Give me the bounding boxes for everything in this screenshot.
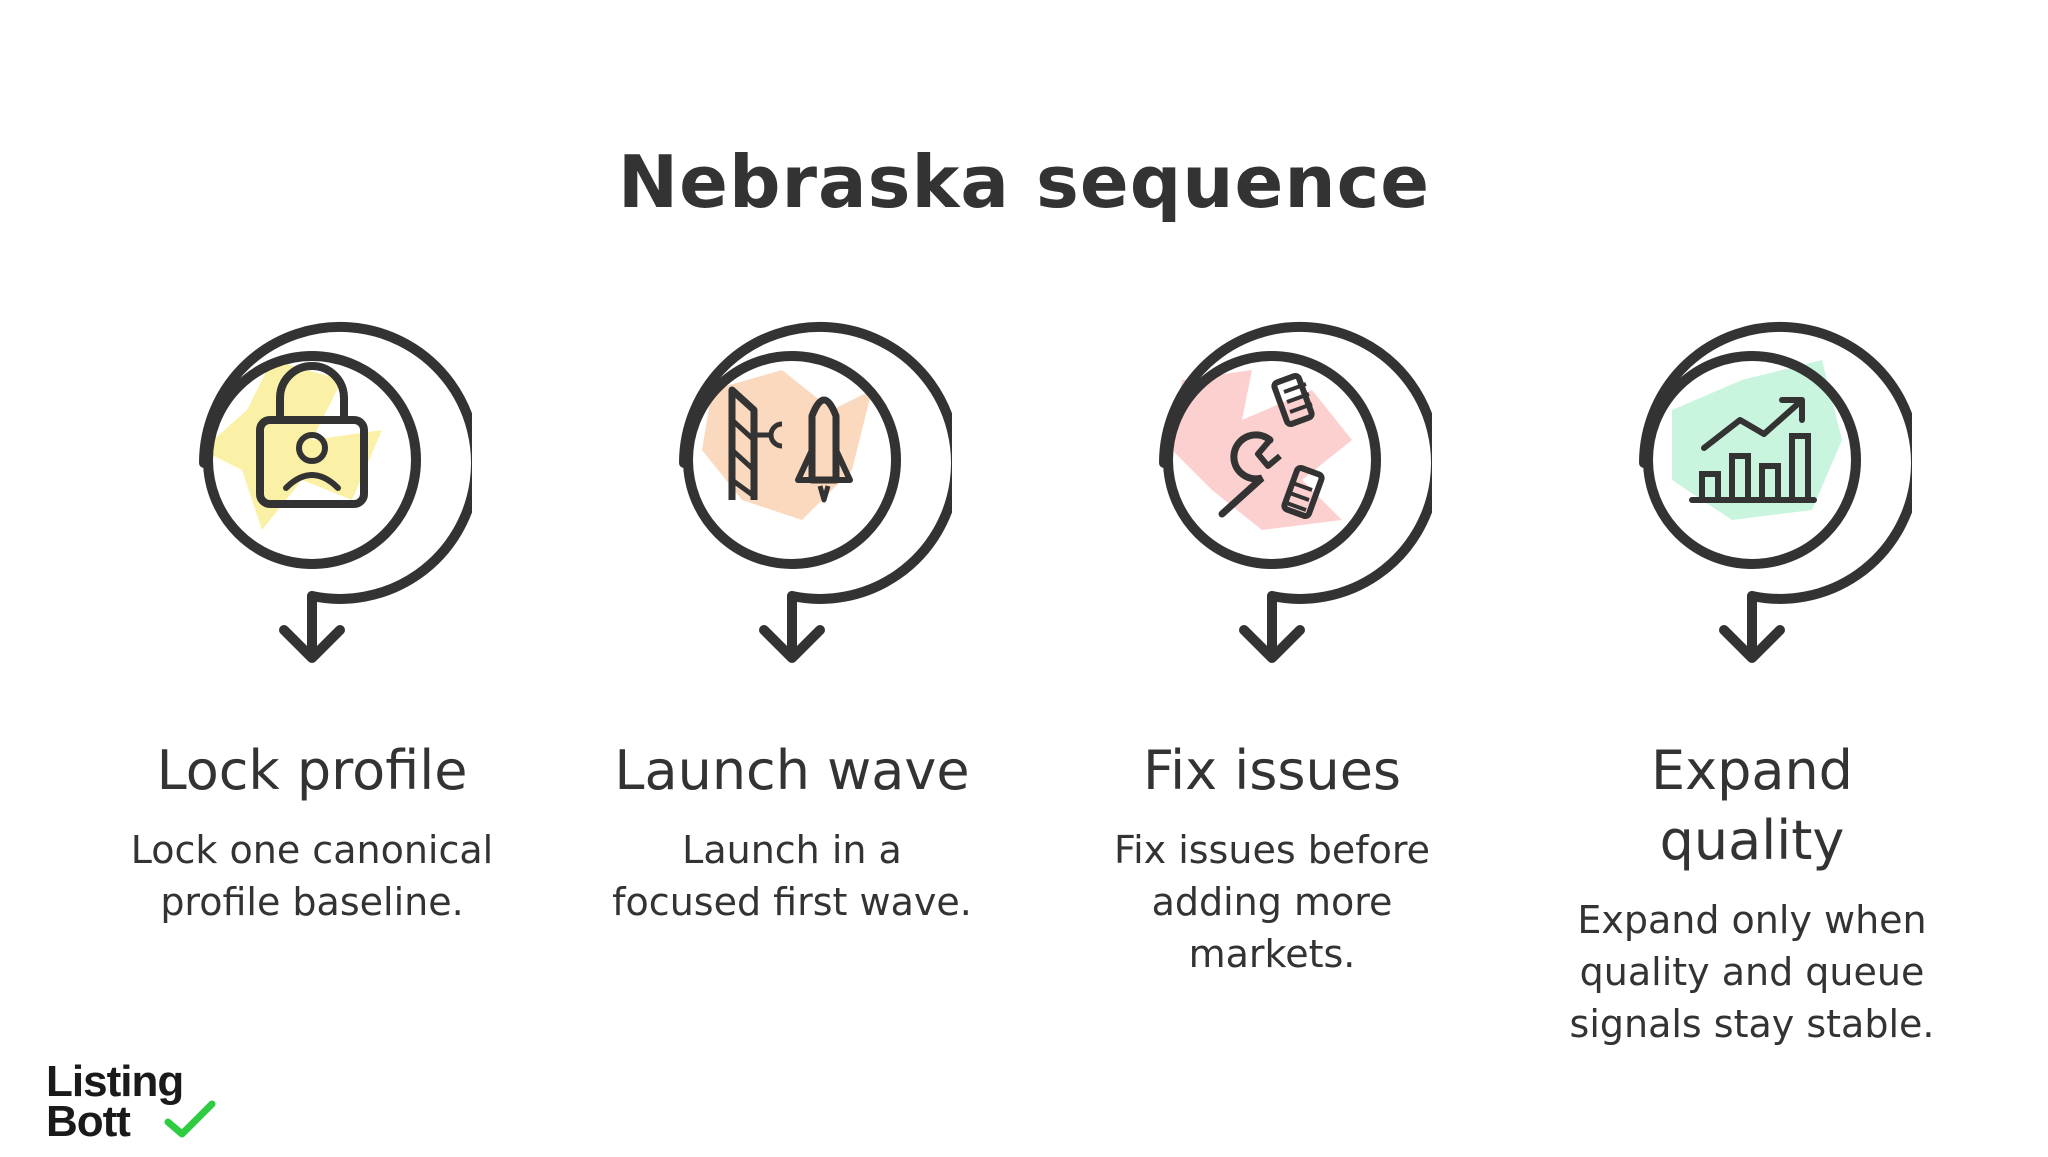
rocket-launchpad-icon bbox=[679, 321, 952, 663]
growth-chart-icon bbox=[1639, 321, 1912, 663]
step-title: Lock profile bbox=[156, 739, 468, 802]
padlock-user-icon bbox=[199, 321, 472, 663]
logo-text-line1: Listing bbox=[46, 1057, 184, 1106]
step-title: Launch wave bbox=[614, 739, 970, 802]
step-title: Expand quality bbox=[1651, 739, 1853, 872]
wrench-bolts-icon bbox=[1159, 321, 1432, 663]
step-expand-quality: Expand quality Expand only when quality … bbox=[1532, 300, 1972, 1050]
step-description: Launch in a focused first wave. bbox=[612, 828, 972, 924]
step-description: Fix issues before adding more markets. bbox=[1113, 828, 1430, 976]
step-lock-profile: Lock profile Lock one canonical profile … bbox=[92, 300, 532, 928]
step-fix-issues: Fix issues Fix issues before adding more… bbox=[1052, 300, 1492, 980]
logo-text-line2: Bott bbox=[46, 1097, 131, 1146]
step-launch-wave: Launch wave Launch in a focused first wa… bbox=[572, 300, 1012, 928]
listingbott-logo: Listing Bott bbox=[46, 1057, 236, 1144]
step-title: Fix issues bbox=[1142, 739, 1402, 802]
step-description: Lock one canonical profile baseline. bbox=[130, 828, 494, 924]
checkmark-icon bbox=[164, 1100, 216, 1138]
diagram-title: Nebraska sequence bbox=[617, 140, 1431, 224]
step-description: Expand only when quality and queue signa… bbox=[1569, 898, 1935, 1046]
